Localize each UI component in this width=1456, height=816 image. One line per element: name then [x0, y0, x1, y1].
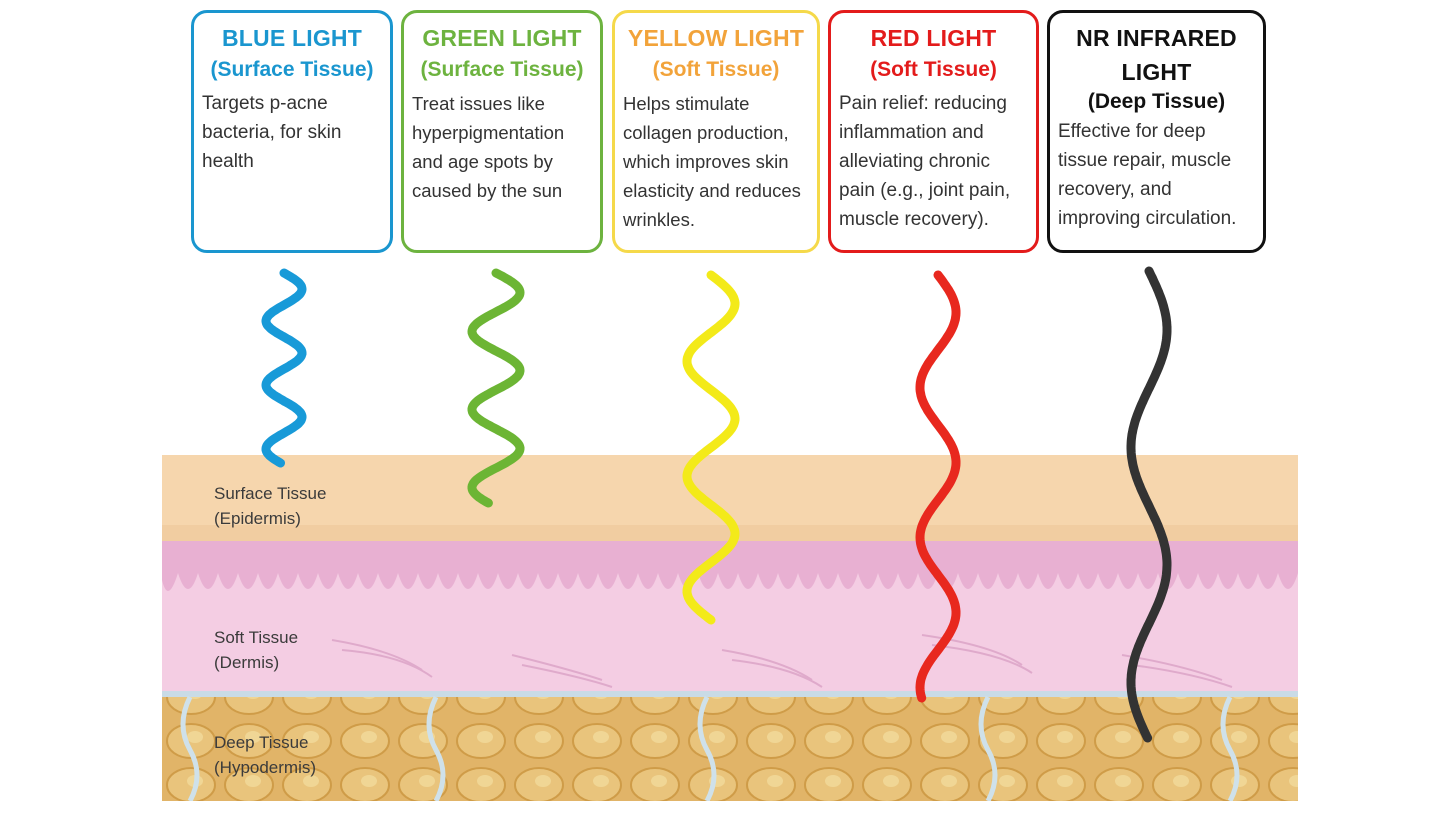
card-description: Targets p-acne bacteria, for skin health	[202, 93, 342, 172]
layer-label-dermis: Soft Tissue (Dermis)	[214, 628, 299, 672]
layer-label-hypodermis: Deep Tissue (Hypodermis)	[214, 733, 317, 777]
card-green-light: GREEN LIGHT (Surface Tissue) Treat issue…	[401, 10, 603, 253]
card-description: Treat issues like hyperpigmentation and …	[412, 93, 565, 201]
infrared-light-wave	[1126, 266, 1172, 743]
card-blue-light: BLUE LIGHT (Surface Tissue) Targets p-ac…	[191, 10, 393, 253]
hypodermis-septa	[180, 695, 1240, 801]
card-subtitle: (Deep Tissue)	[1087, 90, 1226, 113]
card-subtitle: (Surface Tissue)	[420, 58, 584, 81]
blue-light-wave	[261, 268, 307, 468]
card-nir-infrared-light: NR INFRARED LIGHT (Deep Tissue) Effectiv…	[1047, 10, 1266, 253]
card-title: NR INFRARED LIGHT	[1076, 25, 1237, 85]
red-light-wave	[915, 270, 961, 703]
green-light-wave	[467, 268, 525, 508]
card-subtitle: (Soft Tissue)	[870, 58, 997, 81]
card-description: Effective for deep tissue repair, muscle…	[1058, 121, 1237, 229]
card-subtitle: (Soft Tissue)	[652, 58, 780, 81]
card-yellow-light: YELLOW LIGHT (Soft Tissue) Helps stimula…	[612, 10, 820, 253]
yellow-light-wave	[682, 270, 740, 625]
hypodermis-layer	[162, 697, 1298, 801]
basement-membrane	[162, 691, 1298, 697]
card-title: RED LIGHT	[870, 25, 997, 51]
dermis-ridges	[162, 541, 1298, 591]
skin-cross-section	[162, 455, 1298, 801]
card-title: GREEN LIGHT	[422, 25, 582, 51]
layer-label-epidermis: Surface Tissue (Epidermis)	[214, 484, 327, 528]
card-title: YELLOW LIGHT	[627, 25, 805, 51]
card-red-light: RED LIGHT (Soft Tissue) Pain relief: red…	[828, 10, 1039, 253]
card-description: Pain relief: reducing inflammation and a…	[839, 93, 1011, 230]
card-title: BLUE LIGHT	[222, 25, 362, 51]
card-description: Helps stimulate collagen production, whi…	[623, 93, 801, 230]
card-subtitle: (Surface Tissue)	[210, 58, 374, 81]
